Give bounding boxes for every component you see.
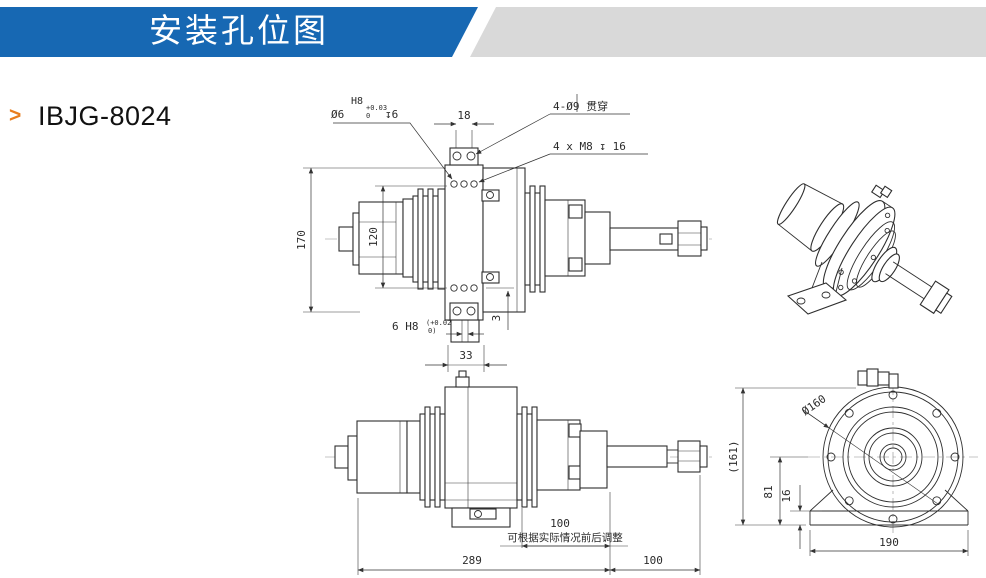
dim-81-label: 81: [762, 485, 775, 498]
dim-170-label: 170: [295, 230, 308, 250]
isometric-view: [776, 183, 953, 315]
pin-depth-label: ↧6: [385, 108, 398, 121]
bullet-arrow-icon: >: [9, 104, 22, 127]
dim-190-label: 190: [879, 536, 899, 549]
pin-tol-plus: +0.03: [366, 104, 387, 112]
dim-18-label: 18: [457, 109, 470, 122]
pin-dia-label: Ø6: [331, 108, 344, 121]
pin-tol-zero: 0: [366, 112, 370, 120]
dim-161-label: (161): [727, 440, 740, 473]
slot-tol-plus: (+0.02: [426, 319, 451, 327]
dim-120-label: 120: [367, 227, 380, 247]
title-banner: [0, 7, 478, 57]
tapped-holes-label: 4 x M8 ↧ 16: [553, 140, 626, 153]
page-title: 安装孔位图: [149, 14, 329, 50]
dim-d160-label: Ø160: [799, 392, 828, 418]
dim-100-label: 100: [643, 554, 663, 567]
slot-label: 6 H8: [392, 320, 419, 333]
dim-3-label: 3: [490, 315, 503, 322]
slot-tol-zero: 0): [428, 327, 436, 335]
dim-16-label: 16: [780, 489, 793, 502]
product-model: IBJG-8024: [38, 101, 172, 131]
front-view: (161) 81 16 190 Ø160: [727, 368, 978, 556]
pin-fit-label: H8: [351, 96, 363, 107]
side-view-bottom: 100 可根据实际情况前后调整 289 100: [325, 370, 715, 575]
dim-100-adjustable-label: 100: [550, 517, 570, 530]
side-view-top: 170 120 18 Ø6 H8 +0.03 0 ↧6 4-Ø9 贯穿: [295, 94, 715, 372]
banner-stripe: [470, 7, 986, 57]
dim-33-label: 33: [459, 349, 472, 362]
dim-289-label: 289: [462, 554, 482, 567]
adjust-note: 可根据实际情况前后调整: [507, 531, 623, 544]
through-holes-label: 4-Ø9 贯穿: [553, 99, 608, 113]
